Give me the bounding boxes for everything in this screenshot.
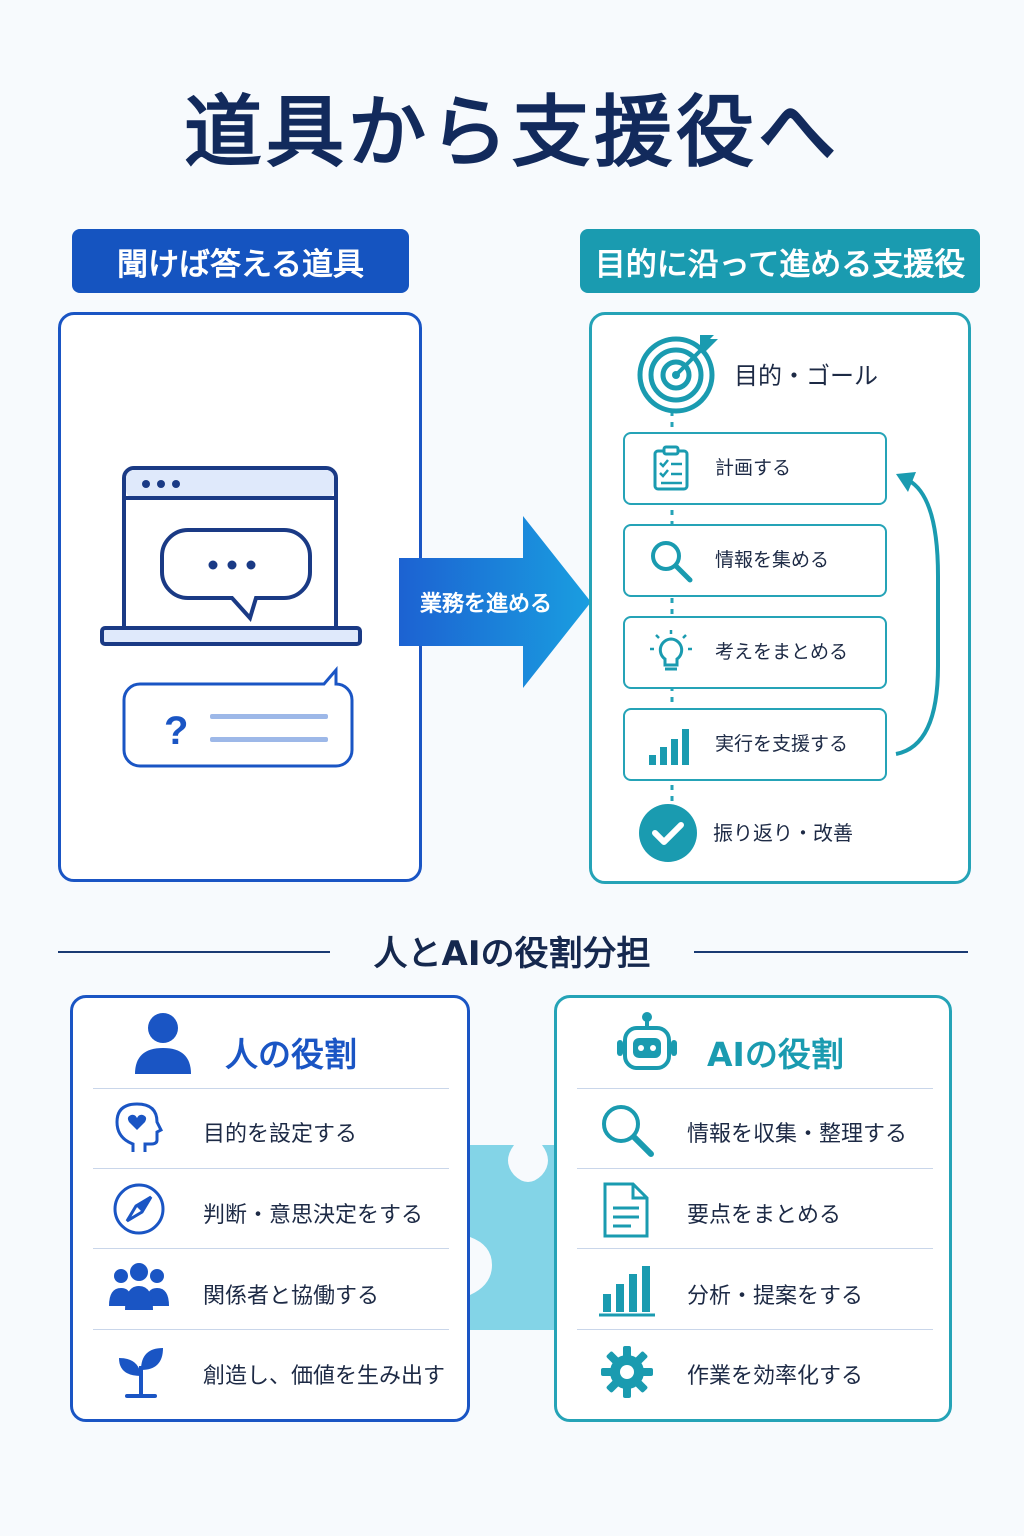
- ai-card-title: AIの役割: [707, 1035, 844, 1074]
- step-execute: 実行を支援する: [623, 708, 887, 781]
- loop-arrow: [895, 472, 940, 756]
- goal-label: 目的・ゴール: [734, 362, 878, 390]
- step-organize: 考えをまとめる: [623, 616, 887, 689]
- step-label: 実行を支援する: [715, 733, 849, 755]
- assistant-label: 目的に沿って進める支援役: [580, 229, 980, 293]
- page-title: 道具から支援役へ: [183, 88, 840, 178]
- checklist-icon: [653, 445, 689, 491]
- head-heart-icon: [115, 1102, 164, 1152]
- divider-left: [58, 951, 330, 953]
- section-title: 人とAIの役割分担: [373, 934, 651, 974]
- row-divider: [93, 1248, 449, 1249]
- row-divider: [577, 1168, 933, 1169]
- ai-item-label: 要点をまとめる: [687, 1203, 842, 1228]
- target-icon: [637, 335, 718, 414]
- assistant-panel: [589, 312, 971, 884]
- divider-right: [694, 951, 968, 953]
- magnifier-icon: [651, 541, 693, 583]
- human-item-label: 関係者と協働する: [203, 1284, 380, 1309]
- gear-icon: [601, 1346, 653, 1398]
- document-icon: [603, 1182, 649, 1238]
- magnifier-icon: [602, 1105, 654, 1157]
- arrow-label: 業務を進める: [419, 592, 552, 617]
- ai-role-card: AIの役割 情報を収集・整理する 要点をまとめる 分析・提案をする: [554, 995, 952, 1422]
- row-divider: [93, 1168, 449, 1169]
- step-collect: 情報を集める: [623, 524, 887, 597]
- person-icon: [135, 1013, 191, 1074]
- ai-item-label: 情報を収集・整理する: [687, 1122, 908, 1147]
- ai-item-label: 分析・提案をする: [687, 1284, 864, 1309]
- svg-text:?: ?: [164, 709, 188, 753]
- human-item-label: 判断・意思決定をする: [203, 1203, 424, 1228]
- row-divider: [93, 1088, 449, 1089]
- robot-icon: [617, 1012, 677, 1070]
- puzzle-connector: [470, 1145, 554, 1330]
- lightbulb-icon: [650, 630, 692, 671]
- step-label: 計画する: [715, 457, 792, 479]
- step-label: 情報を集める: [715, 549, 830, 571]
- check-icon: [639, 804, 697, 862]
- row-divider: [93, 1329, 449, 1330]
- laptop-chat-illustration: ?: [100, 466, 362, 768]
- people-icon: [109, 1263, 169, 1310]
- human-item-label: 目的を設定する: [203, 1122, 358, 1147]
- tool-label: 聞けば答える道具: [72, 229, 409, 293]
- step-label: 考えをまとめる: [715, 641, 849, 663]
- row-divider: [577, 1329, 933, 1330]
- progress-arrow: [399, 516, 591, 688]
- ai-item-label: 作業を効率化する: [687, 1364, 864, 1389]
- human-item-label: 創造し、価値を生み出す: [203, 1364, 446, 1389]
- row-divider: [577, 1088, 933, 1089]
- step-plan: 計画する: [623, 432, 887, 505]
- bar-chart-icon: [649, 729, 689, 765]
- row-divider: [577, 1248, 933, 1249]
- bar-chart-icon: [599, 1266, 655, 1317]
- compass-icon: [113, 1183, 165, 1235]
- human-role-card: 人の役割 目的を設定する 判断・意思決定をする 関係者と協働する 創造し、価値を…: [70, 995, 470, 1422]
- final-label: 振り返り・改善: [713, 821, 853, 845]
- human-card-title: 人の役割: [225, 1035, 357, 1074]
- sprout-icon: [119, 1348, 163, 1398]
